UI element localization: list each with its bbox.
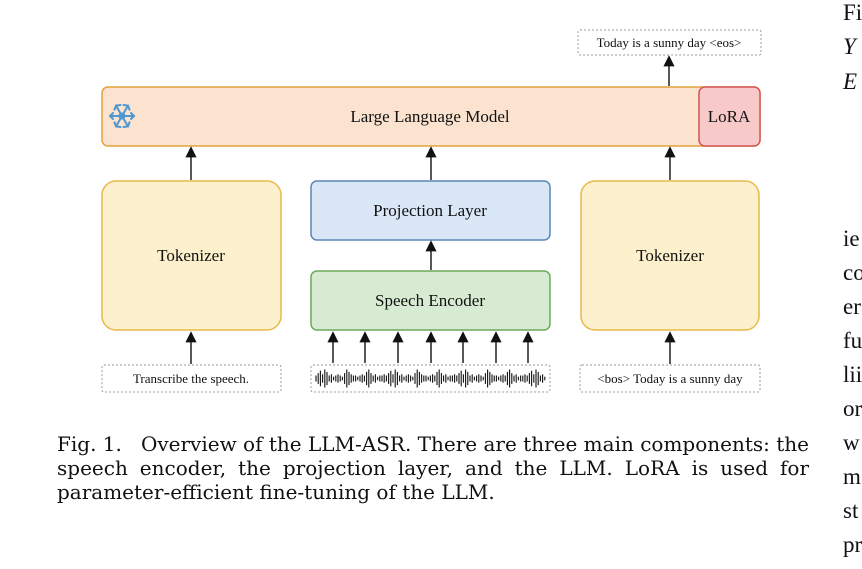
side-text-body-6: w xyxy=(843,430,860,455)
side-text-top-2: E xyxy=(843,69,858,94)
lora-box xyxy=(698,86,761,147)
speech-encoder-label: Speech Encoder xyxy=(375,291,485,310)
projection-layer-label: Projection Layer xyxy=(373,201,487,220)
side-text-body-0: ie xyxy=(843,226,860,251)
lora-label: LoRA xyxy=(708,107,751,126)
output-text-box xyxy=(577,29,762,56)
side-text-body-5: or xyxy=(843,396,862,421)
side-text-body-9: pr xyxy=(843,532,862,557)
side-text-body-2: er xyxy=(843,294,861,319)
side-text-body-7: m xyxy=(843,464,861,489)
input-left-box xyxy=(101,364,282,393)
tokenizer-right-box xyxy=(580,180,760,331)
projection-layer-box xyxy=(310,180,551,241)
audio-input-arrows xyxy=(327,331,534,363)
output-text: Today is a sunny day <eos> xyxy=(597,35,742,50)
llm-asr-diagram: Today is a sunny day <eos> Large Languag… xyxy=(101,29,762,393)
input-right-text: <bos> Today is a sunny day xyxy=(597,371,743,386)
side-text-body-3: fu xyxy=(843,328,862,353)
side-text-body-8: st xyxy=(843,498,859,523)
side-text-top-0: Fi xyxy=(843,0,862,25)
side-text-body-1: co xyxy=(843,260,862,285)
speech-encoder-box xyxy=(310,270,551,331)
tokenizer-right-label: Tokenizer xyxy=(636,246,704,265)
figure-caption-text: Overview of the LLM-ASR. There are three… xyxy=(57,432,809,504)
snowflake-icon xyxy=(108,104,136,128)
side-text-body-4: lii xyxy=(843,362,862,387)
side-text-top-1: Y xyxy=(843,34,856,59)
figure-caption-label: Fig. 1. xyxy=(57,432,122,456)
input-left-text: Transcribe the speech. xyxy=(133,371,249,386)
speech-waveform xyxy=(315,369,546,388)
input-right-box xyxy=(579,364,761,393)
llm-label: Large Language Model xyxy=(350,107,510,126)
tokenizer-left-box xyxy=(101,180,282,331)
tokenizer-left-label: Tokenizer xyxy=(157,246,225,265)
figure-caption: Fig. 1. Overview of the LLM-ASR. There a… xyxy=(57,432,809,504)
